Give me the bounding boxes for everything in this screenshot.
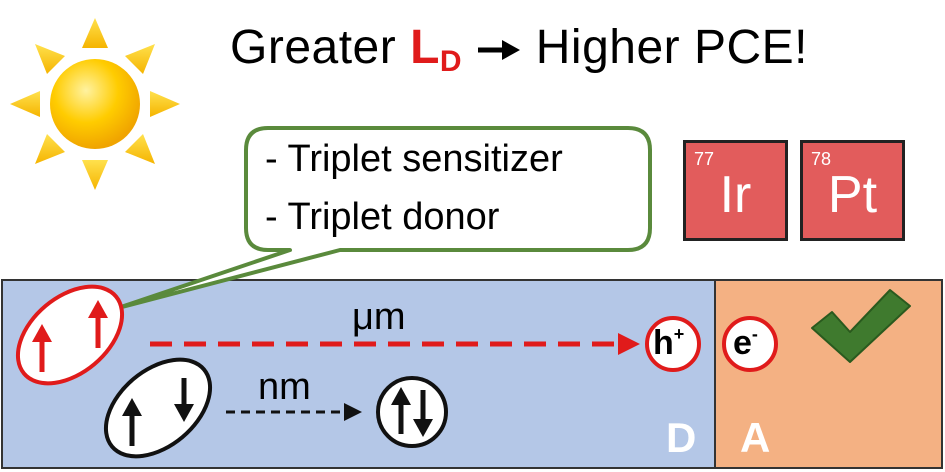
sun-icon	[10, 18, 180, 190]
acceptor-letter: A	[740, 414, 771, 461]
short-range-label: nm	[258, 366, 311, 408]
long-range-label: μm	[352, 296, 406, 338]
headline-prefix: Greater	[230, 21, 411, 74]
ld-main: L	[410, 21, 440, 74]
singlet-exciton	[103, 357, 213, 459]
electron-circle	[722, 316, 778, 372]
headline-suffix: Higher PCE!	[535, 21, 809, 74]
electron-label: e-	[733, 324, 758, 362]
right-arrow-icon	[477, 40, 520, 60]
short-range-arrow	[226, 403, 362, 421]
paired-spin-circle	[376, 376, 448, 448]
callout-line-1: - Triplet sensitizer	[265, 138, 563, 180]
element-symbol: Ir	[719, 166, 752, 224]
check-icon	[811, 289, 911, 363]
element-tile-pt: 78 Pt	[800, 140, 905, 241]
long-range-arrow	[150, 333, 640, 355]
triplet-exciton	[15, 284, 125, 386]
callout-line-2: - Triplet donor	[265, 196, 500, 238]
ld-subscript: D	[439, 45, 463, 78]
ld-symbol: LD	[410, 21, 462, 78]
atomic-number: 78	[811, 149, 832, 169]
hole-label: h+	[653, 324, 685, 362]
callout-bubble	[116, 126, 652, 310]
donor-letter: D	[666, 414, 697, 461]
element-tile-ir: 77 Ir	[683, 140, 788, 241]
headline: Greater LD Higher PCE!	[230, 20, 808, 79]
atomic-number: 77	[694, 149, 715, 169]
element-symbol: Pt	[827, 166, 878, 224]
hole-circle	[645, 316, 701, 372]
